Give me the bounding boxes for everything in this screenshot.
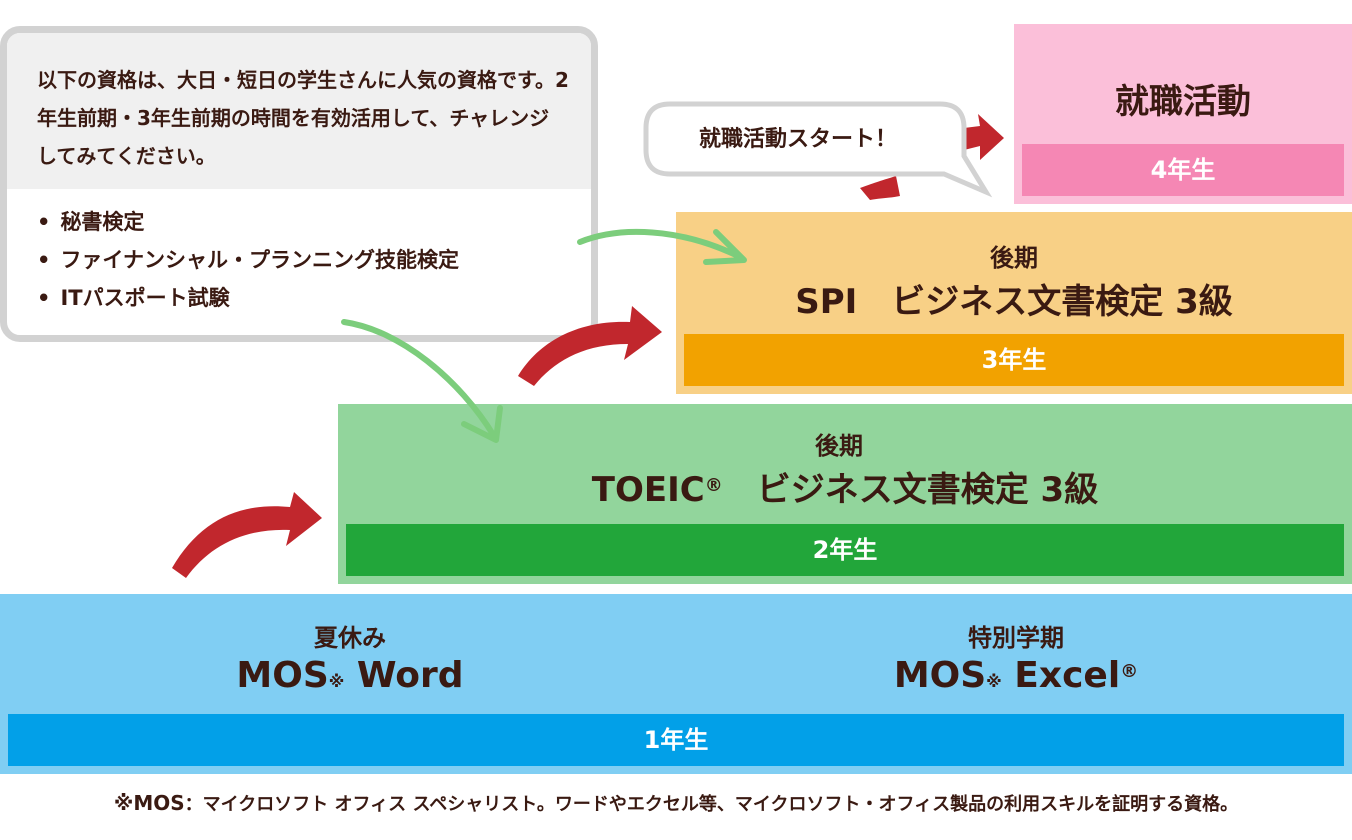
red-arrow-3-4 bbox=[860, 176, 900, 200]
bubble-text: 就職活動スタート！ bbox=[698, 127, 897, 152]
footnote: ※MOS：マイクロソフト オフィス スペシャリスト。ワードやエクセル等、マイクロ… bbox=[0, 790, 1352, 816]
speech-bubble bbox=[643, 101, 993, 198]
year1-summer-period: 夏休み bbox=[314, 624, 386, 652]
step-year4: 就職活動 4年生 bbox=[1014, 24, 1352, 204]
step-year3: 後期 SPI ビジネス文書検定 3級 3年生 bbox=[676, 212, 1352, 394]
green-arrow-to-year3 bbox=[577, 228, 741, 259]
info-intro: 以下の資格は、大日・短日の学生さんに人気の資格です。2年生前期・3年生前期の時間… bbox=[7, 33, 591, 189]
red-arrow-2-3 bbox=[518, 306, 662, 386]
year1-summer: 夏休み MOS※ Word bbox=[200, 618, 500, 696]
green-arrowhead bbox=[461, 405, 503, 443]
step-year2-period: 後期 bbox=[815, 432, 863, 460]
year1-special-title: MOS※ Excel® bbox=[893, 655, 1139, 696]
step-year3-period: 後期 bbox=[990, 244, 1038, 272]
qualification-list: 秘書検定 ファイナンシャル・プランニング技能検定 ITパスポート試験 bbox=[7, 189, 591, 317]
year4-bar: 4年生 bbox=[1022, 144, 1344, 196]
step-year1: 夏休み MOS※ Word 特別学期 MOS※ Excel® 1年生 bbox=[0, 594, 1352, 774]
qualification-item: 秘書検定 bbox=[37, 203, 591, 241]
footnote-label: ※MOS bbox=[113, 791, 185, 815]
step-year3-title: SPI ビジネス文書検定 3級 bbox=[795, 282, 1233, 322]
green-arrow-to-year2 bbox=[341, 319, 497, 439]
year3-bar: 3年生 bbox=[684, 334, 1344, 386]
green-arrowhead bbox=[703, 229, 747, 265]
red-arrow-bubble bbox=[964, 114, 1004, 160]
red-arrow-1-2 bbox=[172, 492, 322, 578]
qualification-item: ITパスポート試験 bbox=[37, 279, 591, 317]
registered-mark: ® bbox=[704, 475, 723, 496]
step-year2-title: TOEIC® ビジネス文書検定 3級 bbox=[591, 470, 1099, 510]
footnote-text: ：マイクロソフト オフィス スペシャリスト。ワードやエクセル等、マイクロソフト・… bbox=[184, 794, 1239, 815]
year1-summer-title: MOS※ Word bbox=[236, 655, 464, 696]
year1-special: 特別学期 MOS※ Excel® bbox=[866, 618, 1166, 696]
info-box: 以下の資格は、大日・短日の学生さんに人気の資格です。2年生前期・3年生前期の時間… bbox=[0, 26, 598, 342]
year1-special-period: 特別学期 bbox=[968, 624, 1064, 652]
step-year4-title: 就職活動 bbox=[1115, 82, 1251, 122]
qualification-item: ファイナンシャル・プランニング技能検定 bbox=[37, 241, 591, 279]
step-year2: 後期 TOEIC® ビジネス文書検定 3級 2年生 bbox=[338, 404, 1352, 584]
year2-bar: 2年生 bbox=[346, 524, 1344, 576]
year1-bar: 1年生 bbox=[8, 714, 1344, 766]
